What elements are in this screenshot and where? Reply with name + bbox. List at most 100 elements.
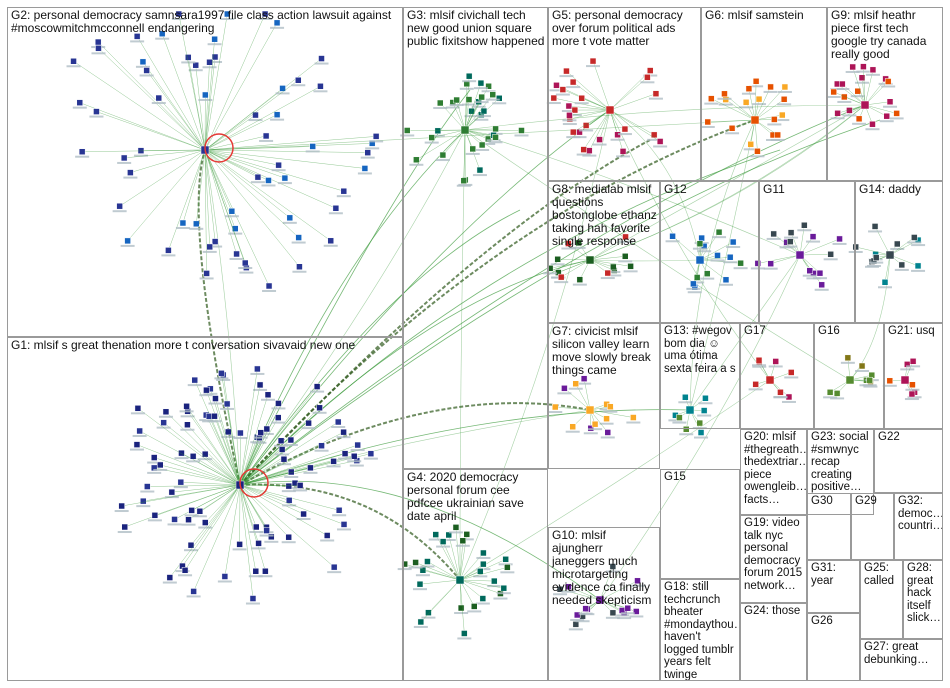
node-caption [697,250,712,253]
node-caption [445,106,460,109]
graph-node [95,45,102,52]
graph-node [737,259,744,267]
node-caption [840,361,855,364]
node-caption [862,384,877,387]
graph-node [886,98,894,105]
hub-node [460,125,470,135]
hub-node [795,250,805,260]
cluster-edge [773,233,801,256]
group-label-g32: G32: democ… countri… [898,495,943,532]
cluster-edge [550,259,591,269]
node-caption [281,490,296,493]
node-caption [292,270,307,273]
node-caption [826,95,841,98]
graph-node [255,540,262,547]
node-caption [856,70,871,73]
graph-node [781,83,789,91]
graph-node [280,455,288,463]
graph-node [883,112,890,120]
node-caption [600,436,615,439]
cluster-edge [699,256,731,261]
node-caption [823,396,838,399]
inter-cluster-edge [599,254,801,601]
node-caption [262,289,277,292]
node-caption [184,549,199,552]
node-caption [259,139,274,142]
node-caption [415,574,430,577]
node-caption [554,281,569,284]
hub-node [585,405,595,415]
graph-node [460,177,468,185]
node-caption [640,81,655,84]
cluster-edge [754,99,785,121]
node-caption [271,169,286,172]
node-caption [112,210,127,213]
graph-node [682,426,690,433]
graph-node [254,365,261,373]
graph-node [780,96,788,103]
node-caption [291,84,306,87]
cluster-edge [239,368,258,486]
group-box-g19: G19: video talk nyc personal democracy f… [740,515,807,603]
node-caption [869,261,884,264]
node-caption [296,518,311,521]
node-caption [617,133,632,136]
node-caption [474,101,489,104]
node-caption [549,89,564,92]
cluster-edge [609,109,661,142]
hub-node [585,255,595,265]
graph-node [354,441,361,449]
cluster-edge [459,579,501,594]
node-caption [271,407,286,410]
node-caption [488,141,503,144]
node-caption [175,227,190,230]
graph-node [722,276,730,284]
cluster-edge [199,484,241,512]
node-caption [303,471,318,474]
node-caption [830,397,845,400]
node-caption [198,98,213,101]
graph-node [296,482,304,489]
node-caption [605,570,620,573]
node-caption [420,565,435,568]
graph-node [492,125,499,133]
node-caption [474,118,489,121]
node-caption [250,181,265,184]
graph-node [274,414,282,421]
node-caption [617,617,632,620]
node-caption [462,80,477,83]
graph-node [569,423,576,430]
node-caption [192,515,207,518]
node-caption [186,595,201,598]
node-caption [773,396,788,399]
group-box-g7: G7: civicist mlsif silicon valley learn … [548,323,660,469]
graph-node [287,436,295,444]
cluster-edge [169,484,241,578]
node-caption [865,73,880,76]
node-caption [610,138,625,141]
graph-node [469,145,477,153]
graph-node [872,254,880,261]
node-caption [679,433,694,436]
node-caption [750,155,765,158]
node-caption [603,410,618,413]
group-boxes: G2: personal democracy samnsara1997 file… [7,7,943,681]
node-caption [586,65,601,68]
group-box-g22: G22 [874,429,943,493]
node-caption [904,398,919,401]
node-caption [723,261,738,264]
group-label-g24: G24: those [744,605,801,617]
graph-node [231,225,239,232]
cluster-edge [555,406,591,411]
cluster-edge [160,464,241,486]
cluster-edge [168,149,206,251]
graph-node [211,238,219,245]
cluster-edge [589,236,626,261]
node-caption [155,37,170,40]
node-caption [189,227,204,230]
node-caption [555,93,570,96]
graph-node [787,238,794,245]
graph-node [504,564,511,571]
graph-node [575,239,582,247]
node-caption [475,602,490,605]
